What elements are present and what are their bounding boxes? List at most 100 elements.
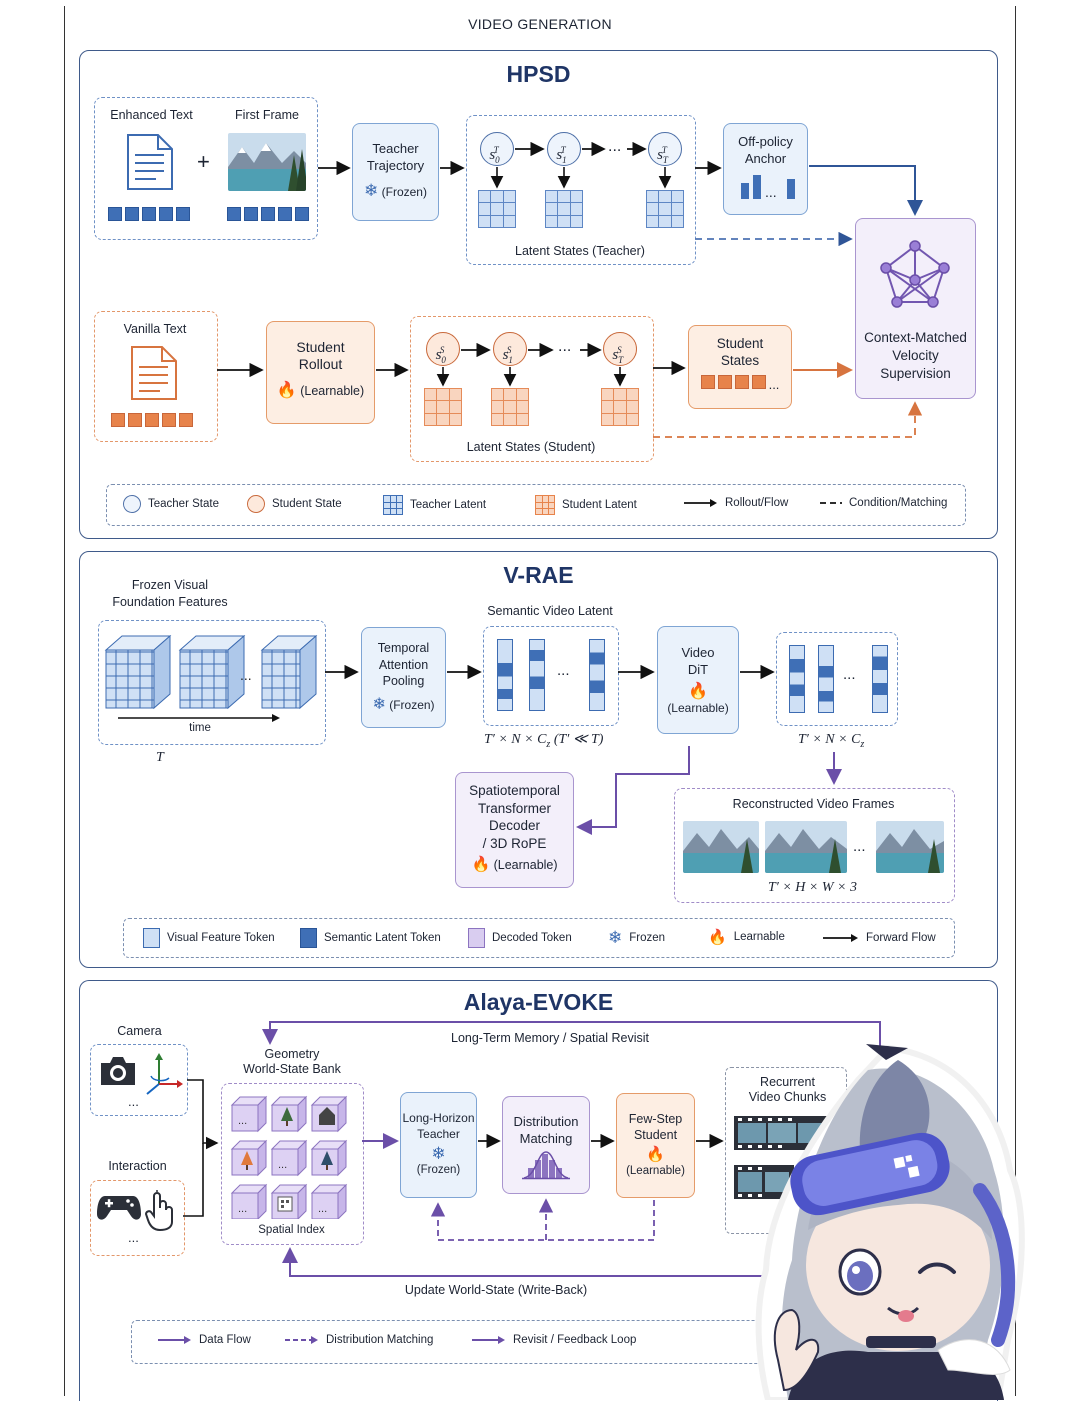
decoder-label-3: Decoder: [488, 818, 541, 833]
dims-semantic: T′ × N × Cz (T′ ≪ T): [484, 732, 604, 750]
legend-student-latent: Student Latent: [535, 495, 637, 515]
legend-data-flow: Data Flow: [158, 1334, 251, 1346]
context-matched-box: Context-Matched Velocity Supervision: [855, 218, 976, 399]
fs-learnable-label: (Learnable): [626, 1165, 685, 1177]
lh-frozen-label: (Frozen): [416, 1164, 461, 1176]
svg-text:...: ...: [238, 1115, 247, 1127]
vrae-title: V-RAE: [503, 562, 574, 588]
long-horizon-teacher-box: Long-Horizon Teacher ❄ (Frozen): [400, 1092, 477, 1198]
world-state-bank: [221, 1083, 364, 1245]
first-frame-tokens: [227, 207, 312, 226]
teacher-state-s1: s1T: [547, 132, 581, 166]
gamepad-icon: [97, 1196, 141, 1220]
legend-forward: Forward Flow: [823, 932, 936, 944]
teacher-latent-grid-0: [478, 190, 516, 228]
svg-text:...: ...: [240, 667, 252, 683]
output-latent-group: [776, 632, 898, 726]
legend-distribution-matching: Distribution Matching: [285, 1334, 433, 1346]
frames-ellipsis: ...: [853, 838, 866, 855]
decoder-learnable-label: (Learnable): [493, 858, 558, 872]
semantic-latent-group: [483, 626, 619, 726]
reconstructed-label: Reconstructed Video Frames: [732, 797, 895, 811]
camera-label: Camera: [117, 1024, 162, 1038]
flame-icon: 🔥: [646, 1146, 665, 1163]
plus-sign: +: [197, 149, 210, 174]
semantic-token-1: [497, 639, 513, 711]
legend-student-state: Student State: [247, 495, 342, 513]
semantic-ellipsis: ...: [557, 662, 570, 679]
decoder-label-4: / 3D RoPE: [482, 835, 547, 851]
teacher-state-ellipsis: ...: [608, 138, 622, 155]
axes-icon: [146, 1053, 183, 1095]
student-rollout-label-2: Rollout: [298, 356, 343, 372]
svg-text:...: ...: [238, 1203, 247, 1215]
lh-teacher-label-1: Long-Horizon: [402, 1111, 475, 1125]
interaction-label: Interaction: [108, 1159, 167, 1173]
teacher-trajectory-label-1: Teacher: [372, 141, 419, 156]
vrae-legend: [123, 918, 955, 958]
spatial-index-label: Spatial Index: [258, 1224, 325, 1236]
network-icon: [880, 240, 950, 308]
legend-learnable: 🔥Learnable: [708, 929, 785, 946]
output-token-3: [872, 645, 888, 713]
student-latent-grid-0: [424, 388, 462, 426]
snowflake-icon: ❄: [364, 181, 379, 200]
few-step-student-box: Few-Step Student 🔥 (Learnable): [616, 1093, 695, 1198]
semantic-latent-label: Semantic Video Latent: [487, 604, 613, 618]
histogram-icon: [522, 1151, 570, 1180]
vanilla-text-group: [94, 311, 218, 442]
legend-teacher-state: Teacher State: [123, 495, 219, 513]
pointer-icon: [144, 1190, 173, 1232]
interaction-ellipsis: ...: [128, 1230, 139, 1245]
world-state-cubes: ... ... ... ...: [231, 1096, 347, 1219]
legend-teacher-latent: Teacher Latent: [383, 495, 486, 515]
latent-states-student-group: [410, 316, 654, 462]
hpsd-section: HPSD: [79, 50, 998, 539]
lh-teacher-label-2: Teacher: [417, 1127, 460, 1141]
dims-frames: T′ × H × W × 3: [768, 880, 857, 895]
student-rollout-label-1: Student: [296, 339, 345, 355]
legend-condition: Condition/Matching: [820, 497, 948, 509]
enhanced-text-tokens: [108, 207, 193, 226]
time-label: time: [189, 722, 211, 734]
decoder-label-2: Transformer: [477, 800, 551, 816]
svg-text:...: ...: [318, 1203, 327, 1215]
interaction-group: [90, 1180, 185, 1256]
camera-icon: [101, 1057, 135, 1085]
semantic-token-2: [529, 639, 545, 711]
decoder-label-1: Spatiotemporal: [469, 783, 560, 798]
frame-thumb-3: [876, 821, 944, 873]
dims-output: T′ × N × Cz: [798, 732, 865, 750]
student-states-box: Student States ...: [688, 325, 792, 409]
student-states-ellipsis: ...: [768, 377, 780, 392]
enhanced-text-label: Enhanced Text: [110, 108, 193, 122]
off-policy-anchor-box: Off-policy Anchor ...: [723, 123, 808, 215]
legend-rollout: Rollout/Flow: [684, 497, 788, 509]
student-rollout-box: Student Rollout 🔥 (Learnable): [266, 321, 375, 424]
latent-states-student-label: Latent States (Student): [466, 440, 596, 454]
pooling-label-3: Pooling: [382, 674, 425, 688]
decoder-box: Spatiotemporal Transformer Decoder / 3D …: [455, 772, 574, 888]
context-matched-label-3: Supervision: [880, 366, 951, 381]
snowflake-icon: ❄: [431, 1144, 446, 1163]
vanilla-text-tokens: [111, 413, 196, 432]
teacher-frozen-label: (Frozen): [381, 185, 427, 199]
dist-label-1: Distribution: [513, 1114, 579, 1129]
student-state-s1: s1S: [493, 332, 527, 366]
document-icon: [127, 134, 173, 190]
document-icon-student: [131, 346, 177, 400]
feature-cubes: ...: [104, 634, 318, 722]
student-state-s0: s0S: [426, 332, 460, 366]
dist-label-2: Matching: [519, 1131, 573, 1146]
bar-icon: ...: [740, 175, 795, 200]
student-states-label-2: States: [720, 353, 760, 368]
evoke-title: Alaya-EVOKE: [463, 989, 614, 1015]
off-policy-label-1: Off-policy: [738, 134, 793, 149]
teacher-latent-grid-1: [545, 190, 583, 228]
flame-icon: 🔥: [276, 382, 297, 399]
context-matched-label-2: Velocity: [892, 348, 939, 363]
context-matched-label-1: Context-Matched: [864, 330, 967, 345]
